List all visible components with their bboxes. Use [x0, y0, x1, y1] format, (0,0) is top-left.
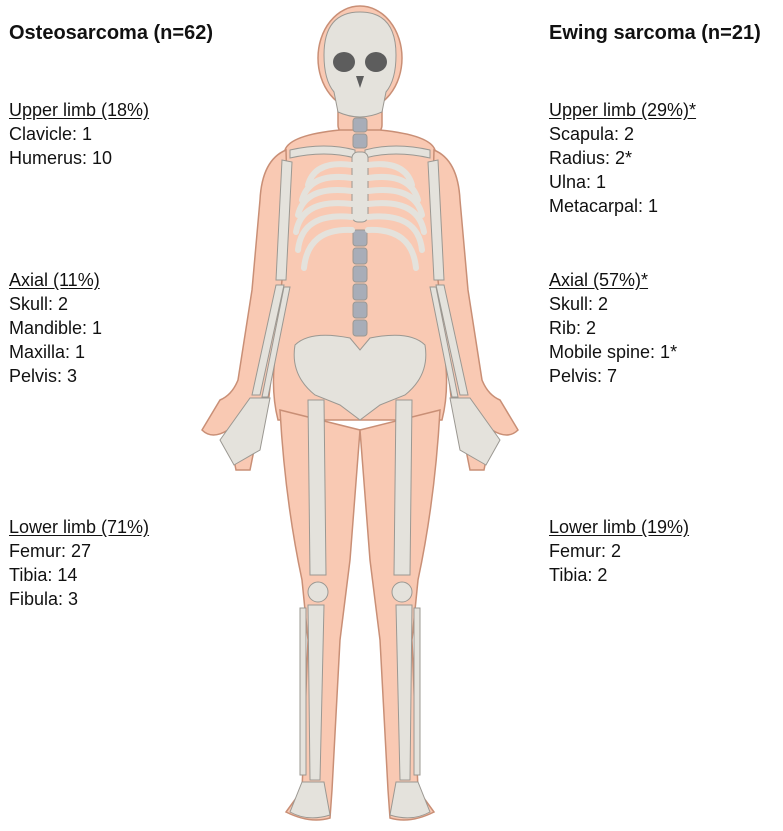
ewing-upper-limb-heading: Upper limb (29%)* — [549, 98, 696, 122]
skeleton-figure — [190, 0, 530, 831]
ewing-axial-group: Axial (57%)* Skull: 2 Rib: 2 Mobile spin… — [549, 268, 677, 388]
ewing-item: Skull: 2 — [549, 292, 677, 316]
osteo-upper-limb-group: Upper limb (18%) Clavicle: 1 Humerus: 10 — [9, 98, 149, 170]
osteo-lower-limb-heading: Lower limb (71%) — [9, 515, 149, 539]
osteo-item: Humerus: 10 — [9, 146, 149, 170]
ewing-axial-heading: Axial (57%)* — [549, 268, 677, 292]
osteosarcoma-title: Osteosarcoma (n=62) — [9, 22, 213, 45]
osteo-item: Femur: 27 — [9, 539, 149, 563]
osteo-item: Fibula: 3 — [9, 587, 149, 611]
ewing-item: Ulna: 1 — [549, 170, 696, 194]
ewing-item: Femur: 2 — [549, 539, 689, 563]
ewing-item: Radius: 2* — [549, 146, 696, 170]
ewing-item: Tibia: 2 — [549, 563, 689, 587]
ewing-item: Pelvis: 7 — [549, 364, 677, 388]
osteo-item: Clavicle: 1 — [9, 122, 149, 146]
osteo-item: Mandible: 1 — [9, 316, 102, 340]
ewing-title: Ewing sarcoma (n=21) — [549, 22, 761, 45]
osteo-item: Maxilla: 1 — [9, 340, 102, 364]
ewing-item: Mobile spine: 1* — [549, 340, 677, 364]
osteo-item: Pelvis: 3 — [9, 364, 102, 388]
ewing-item: Rib: 2 — [549, 316, 677, 340]
osteo-axial-heading: Axial (11%) — [9, 268, 102, 292]
ewing-lower-limb-heading: Lower limb (19%) — [549, 515, 689, 539]
osteo-item: Tibia: 14 — [9, 563, 149, 587]
osteo-upper-limb-heading: Upper limb (18%) — [9, 98, 149, 122]
ewing-item: Scapula: 2 — [549, 122, 696, 146]
osteo-axial-group: Axial (11%) Skull: 2 Mandible: 1 Maxilla… — [9, 268, 102, 388]
osteo-lower-limb-group: Lower limb (71%) Femur: 27 Tibia: 14 Fib… — [9, 515, 149, 611]
ewing-upper-limb-group: Upper limb (29%)* Scapula: 2 Radius: 2* … — [549, 98, 696, 218]
ewing-item: Metacarpal: 1 — [549, 194, 696, 218]
ewing-lower-limb-group: Lower limb (19%) Femur: 2 Tibia: 2 — [549, 515, 689, 587]
osteo-item: Skull: 2 — [9, 292, 102, 316]
